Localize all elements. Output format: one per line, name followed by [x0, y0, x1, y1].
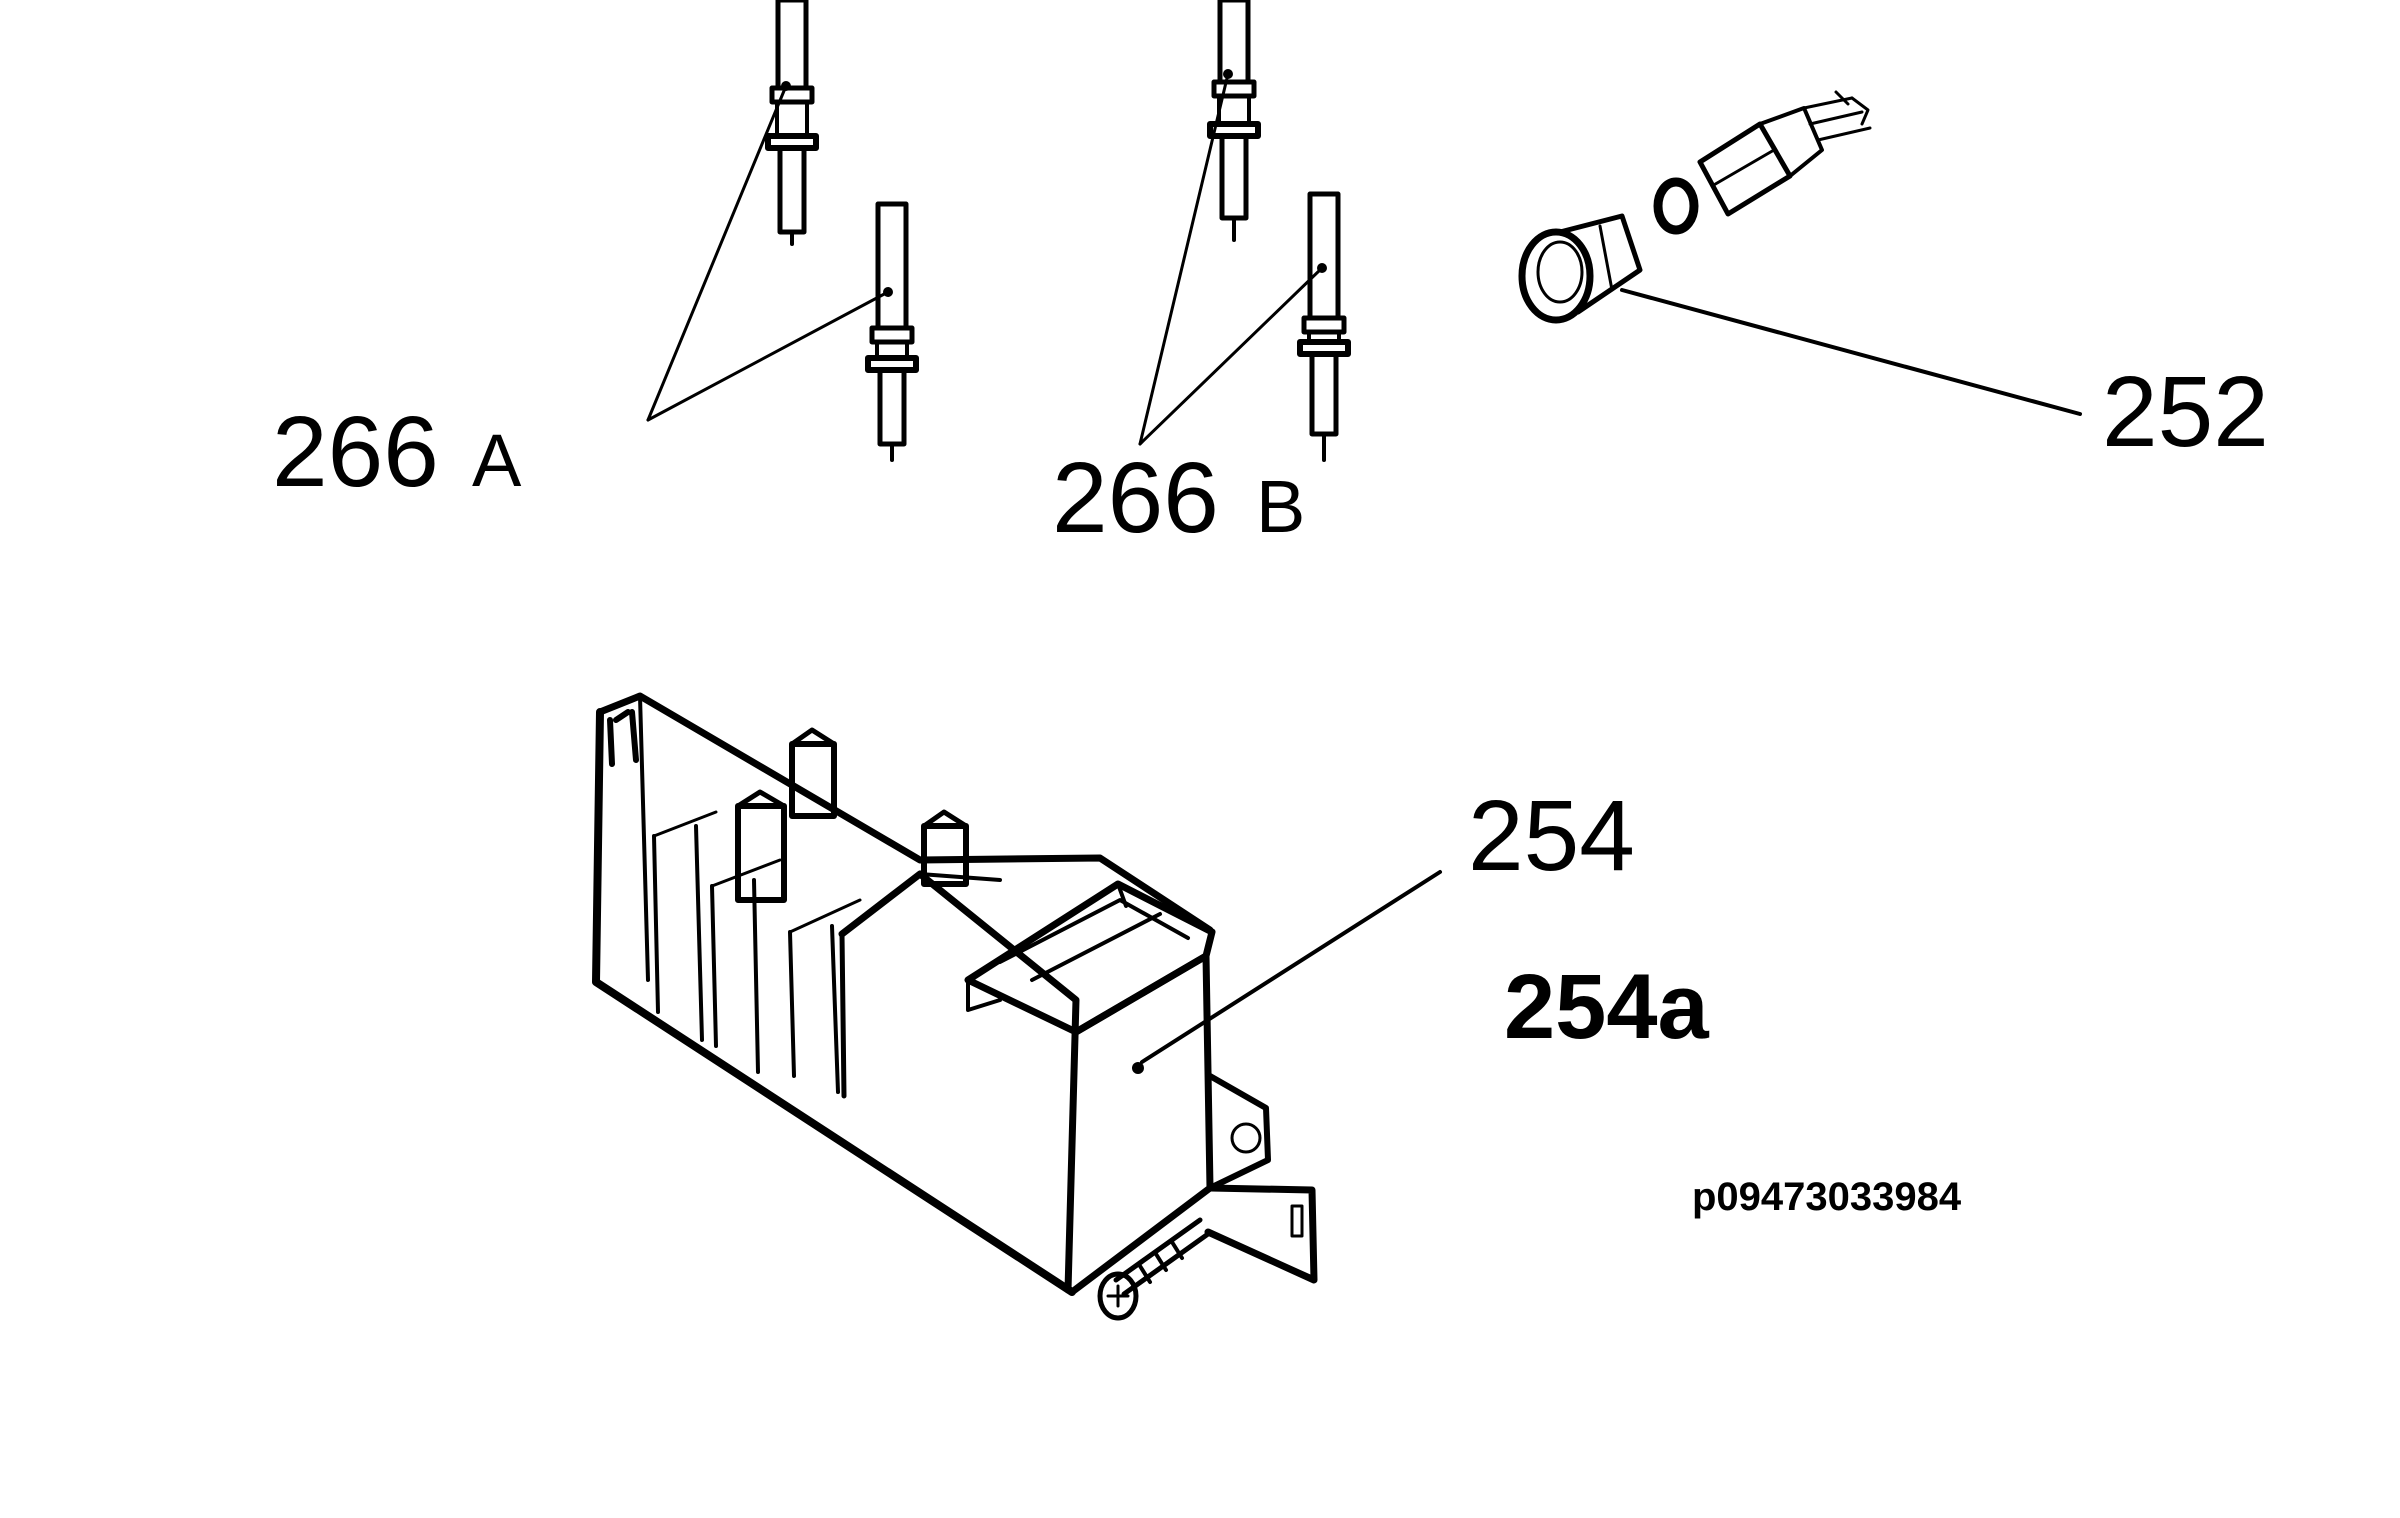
- label-252: 252: [2102, 356, 2269, 468]
- leader-254: [1140, 870, 1442, 1064]
- leader-266a: [646, 81, 893, 422]
- connector-252: [1518, 90, 1872, 324]
- electrode-266b-right: [1297, 191, 1351, 462]
- label-266a-suffix: A: [472, 419, 522, 502]
- label-254a: 254a: [1504, 956, 1709, 1058]
- label-266b-number: 266: [1052, 442, 1219, 554]
- label-266a-number: 266: [272, 396, 439, 508]
- leader-266b: [1138, 69, 1327, 446]
- electrode-266a-left: [765, 0, 819, 246]
- label-254: 254: [1468, 780, 1635, 892]
- electrode-266a-right: [865, 201, 919, 462]
- ignition-generator-254: [592, 692, 1318, 1321]
- label-266b-suffix: B: [1256, 465, 1305, 548]
- leader-252: [1620, 288, 2082, 416]
- drawing-code: p09473033984: [1692, 1175, 1962, 1219]
